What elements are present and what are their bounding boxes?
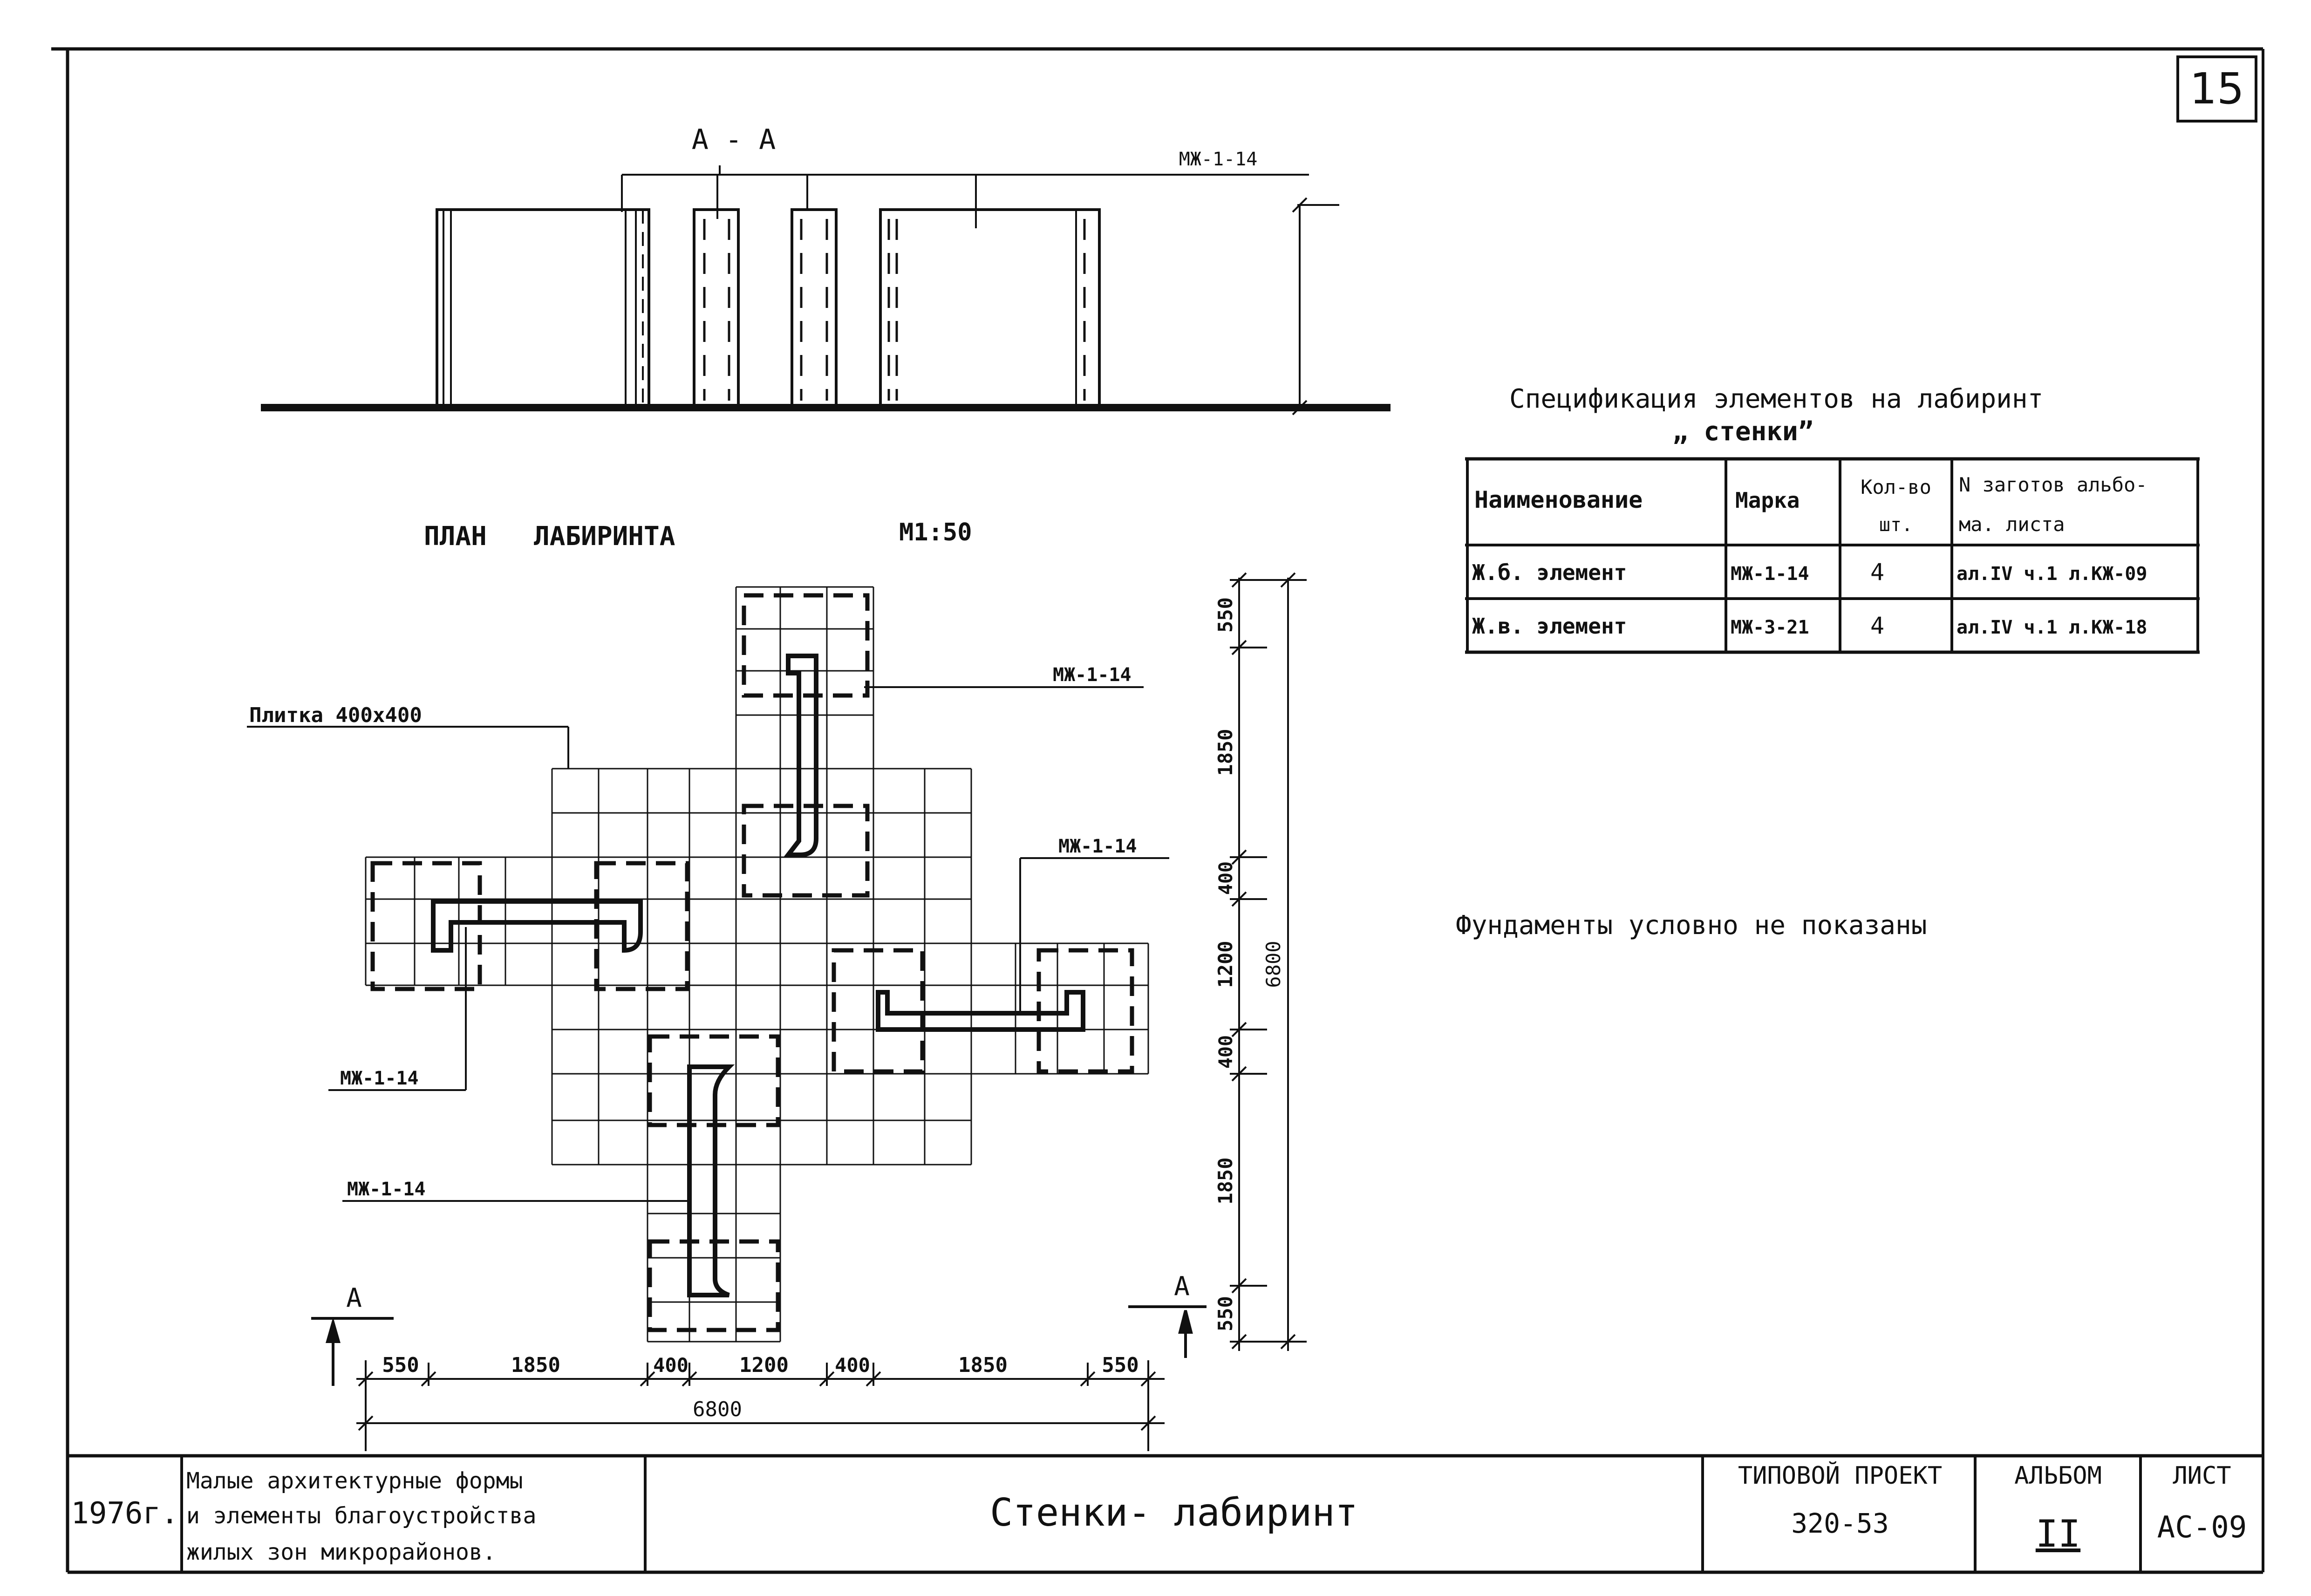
album-label: АЛЬБОМ — [2014, 1462, 2102, 1490]
tile-label: Плитка 400х400 — [249, 703, 422, 727]
spec-row-2-mark: МЖ-3-21 — [1731, 617, 1809, 638]
title-block — [68, 1454, 2263, 1572]
bottom-dim-1850-right: 1850 — [958, 1353, 1008, 1377]
spec-subtitle: „ стенки” — [1672, 416, 1813, 447]
spec-header-name: Наименование — [1474, 486, 1643, 513]
plan-grid — [365, 586, 1149, 1343]
title-description-line-2: и элементы благоустройства — [186, 1503, 536, 1529]
element-label-1: МЖ-1-14 — [1053, 664, 1132, 686]
wall-element-south — [687, 1064, 735, 1297]
plan-title: ПЛАН ЛАБИРИНТА — [424, 521, 675, 552]
spec-header-mark: Марка — [1735, 488, 1800, 513]
bottom-dim-total: 6800 — [693, 1398, 742, 1421]
project-number: 320-53 — [1791, 1507, 1889, 1539]
sheet-label: ЛИСТ — [2173, 1462, 2231, 1490]
spec-header-album: N заготов альбо- — [1959, 473, 2147, 496]
element-label-3: МЖ-1-14 — [340, 1068, 419, 1089]
section-a-a — [261, 165, 1391, 416]
plan-scale: М1:50 — [899, 518, 972, 546]
bottom-dimension-lines — [356, 1360, 1165, 1451]
spec-row-2-qty: 4 — [1870, 612, 1884, 639]
section-leader-label: МЖ-1-14 — [1179, 149, 1258, 170]
spec-header: Наименование Марка Кол-во шт. N заготов … — [1474, 473, 2147, 536]
bottom-dim-1850-left: 1850 — [511, 1353, 560, 1377]
spec-row-1-mark: МЖ-1-14 — [1731, 563, 1809, 585]
wall-element-west — [431, 899, 643, 953]
section-markers — [311, 1305, 1207, 1386]
album-number: II — [2036, 1512, 2080, 1555]
bottom-dim-550-right: 550 — [1102, 1353, 1138, 1377]
wall-elements — [431, 654, 1085, 1297]
right-dim-1850-bottom: 1850 — [1214, 1157, 1237, 1204]
title-description-line-1: Малые архитектурные формы — [186, 1468, 523, 1494]
element-label-4: МЖ-1-14 — [347, 1179, 426, 1200]
spec-header-qty-unit: шт. — [1879, 514, 1913, 536]
bottom-dim-1200: 1200 — [739, 1353, 789, 1377]
foundation-outlines — [370, 593, 1134, 1332]
right-dim-400-bottom: 400 — [1215, 1035, 1237, 1069]
right-dim-total: 6800 — [1262, 941, 1285, 988]
drawing-title: Стенки- лабиринт — [990, 1491, 1358, 1535]
right-dim-550-top: 550 — [1214, 597, 1237, 633]
spec-table — [1465, 457, 2200, 654]
sheet-number-box: 15 — [2176, 55, 2257, 123]
spec-header-qty: Кол-во — [1861, 476, 1931, 498]
right-dim-1200: 1200 — [1214, 941, 1237, 988]
spec-row-1-qty: 4 — [1870, 559, 1884, 586]
spec-title: Спецификация элементов на лабиринт — [1509, 384, 2043, 414]
element-label-2: МЖ-1-14 — [1058, 836, 1137, 857]
sheet-frame — [51, 47, 2264, 1574]
wall-element-north — [783, 654, 818, 857]
right-dimension-lines — [1230, 572, 1307, 1351]
bottom-dim-550-left: 550 — [382, 1353, 419, 1377]
plan-leaders — [247, 686, 1169, 1202]
spec-header-album-sheet: ма. листа — [1959, 513, 2065, 536]
title-description-line-3: жилых зон микрорайонов. — [186, 1539, 496, 1565]
bottom-dim-400-right: 400 — [835, 1354, 870, 1377]
spec-row-1: Ж.б. элемент МЖ-1-14 4 ал.IV ч.1 л.КЖ-09 — [1472, 559, 2147, 586]
spec-row-2-album: ал.IV ч.1 л.КЖ-18 — [1957, 617, 2147, 638]
right-dim-400-top: 400 — [1215, 861, 1237, 895]
right-dimension-values: 550 1850 400 1200 400 1850 550 6800 — [1214, 597, 1285, 1331]
section-label: A - A — [692, 123, 776, 156]
title-year: 1976г. — [71, 1496, 178, 1531]
wall-element-east — [876, 990, 1085, 1032]
right-dim-550-bottom: 550 — [1214, 1296, 1237, 1331]
bottom-dim-400-left: 400 — [653, 1354, 689, 1377]
spec-row-1-album: ал.IV ч.1 л.КЖ-09 — [1957, 563, 2147, 585]
spec-row-2-name: Ж.в. элемент — [1472, 614, 1627, 639]
sheet-code: АС-09 — [2157, 1510, 2247, 1545]
sheet-number: 15 — [2189, 64, 2244, 114]
spec-row-2: Ж.в. элемент МЖ-3-21 4 ал.IV ч.1 л.КЖ-18 — [1472, 612, 2147, 639]
foundation-note: Фундаменты условно не показаны — [1456, 910, 1927, 941]
section-mark-left: А — [346, 1283, 362, 1313]
bottom-dimension-values: 550 1850 400 1200 400 1850 550 6800 — [382, 1353, 1138, 1421]
project-label: ТИПОВОЙ ПРОЕКТ — [1738, 1461, 1942, 1490]
right-dim-1850-top: 1850 — [1214, 729, 1237, 776]
section-mark-right: А — [1174, 1271, 1190, 1302]
spec-row-1-name: Ж.б. элемент — [1472, 560, 1627, 585]
